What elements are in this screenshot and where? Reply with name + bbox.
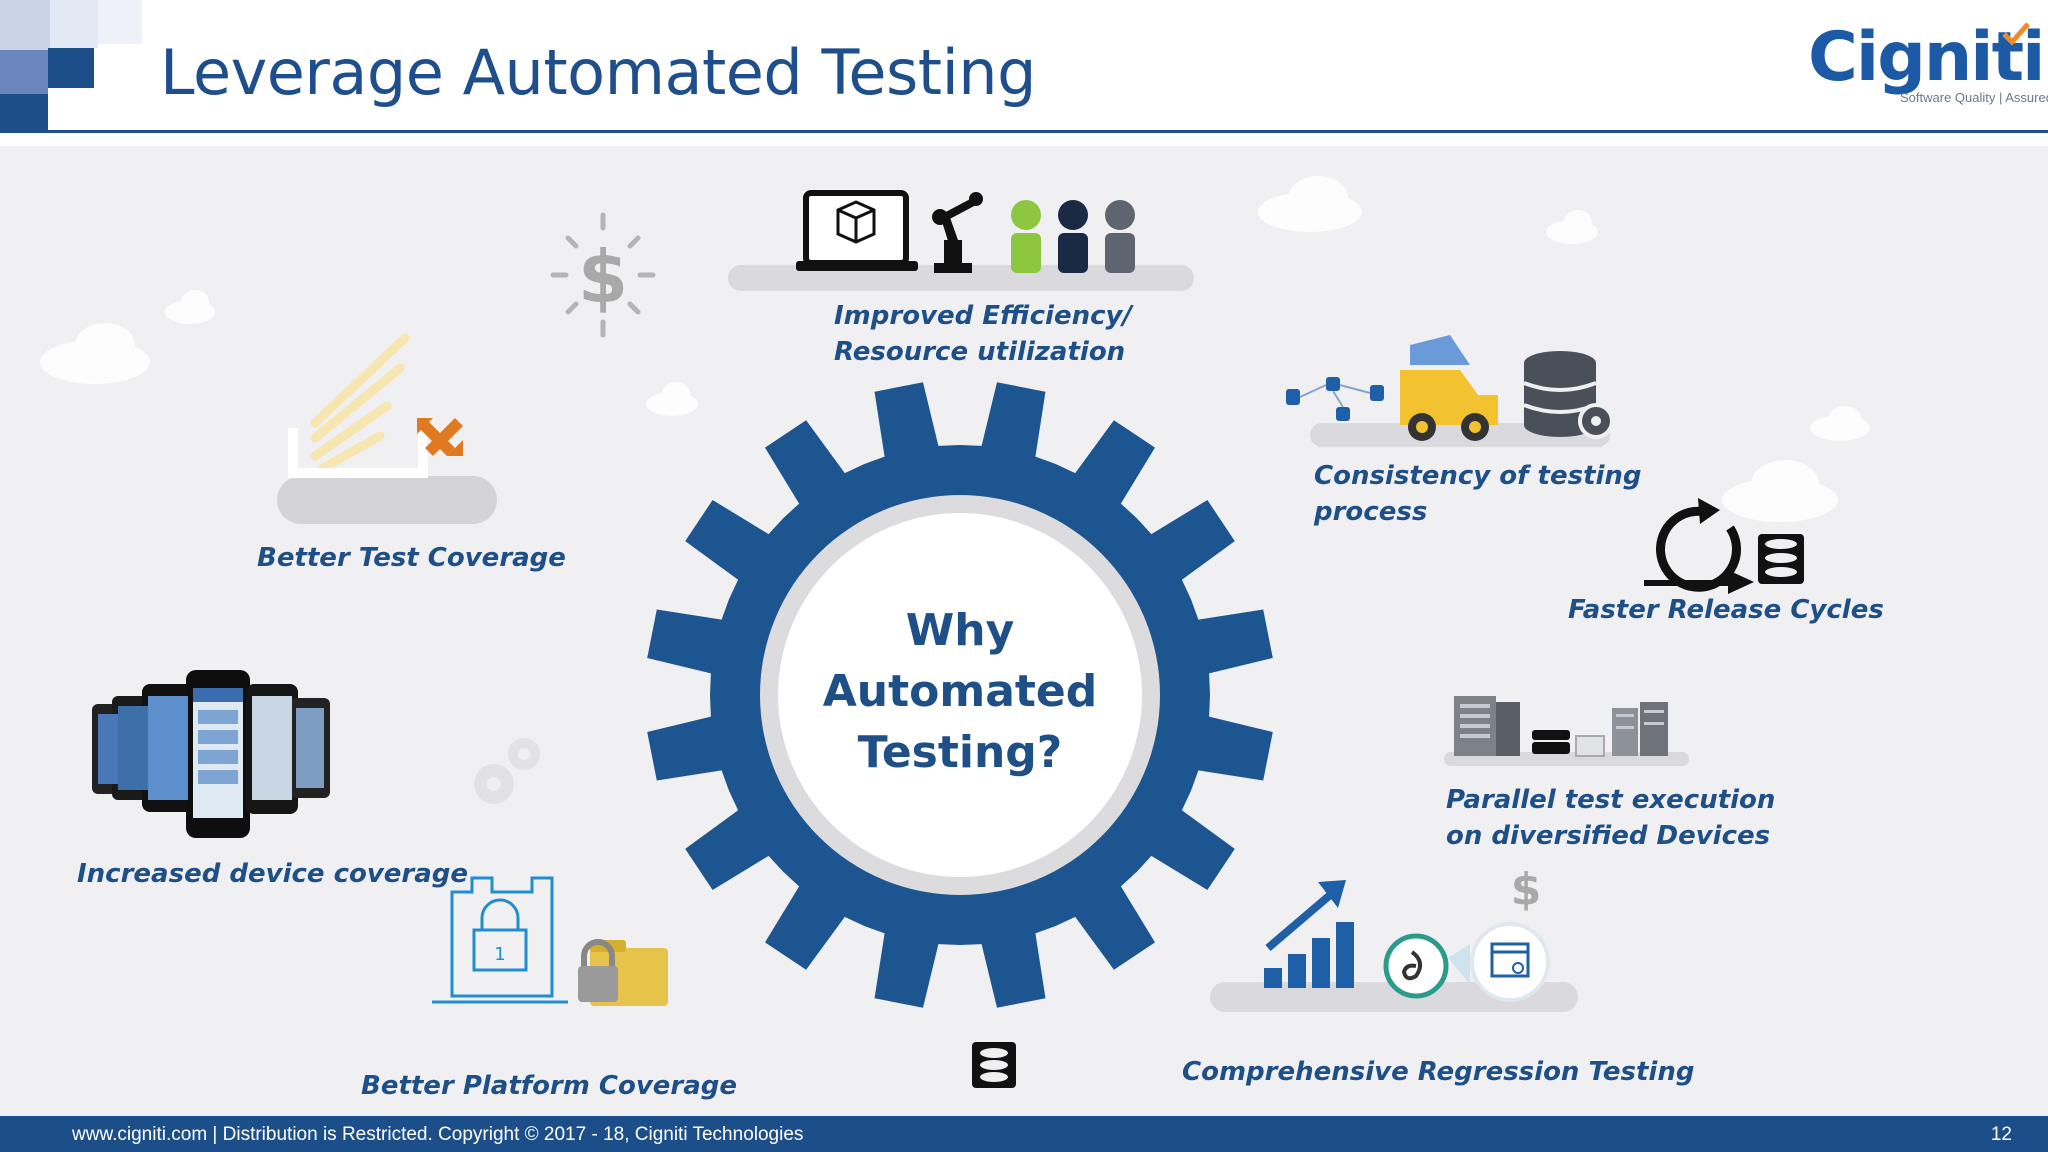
center-line-2: Automated <box>822 666 1098 717</box>
center-line-1: Why <box>905 605 1015 656</box>
svg-text:$: $ <box>1511 864 1542 915</box>
header-divider <box>0 130 2048 133</box>
page-number: 12 <box>1990 1124 2012 1145</box>
svg-text:$: $ <box>578 235 628 319</box>
laptop-robot-people-icon <box>728 190 1194 291</box>
svg-text:1: 1 <box>494 944 505 965</box>
consistency-label: Consistency of testing process <box>1314 461 1642 527</box>
truck-database-icon <box>1286 335 1614 447</box>
center-question: Why Automated Testing? <box>790 600 1130 783</box>
gear-center <box>778 513 1142 877</box>
database-icon <box>972 1042 1016 1088</box>
inbox-arrows-icon <box>277 333 497 524</box>
release-label: Faster Release Cycles <box>1568 595 1884 625</box>
cogs-icon <box>474 738 540 804</box>
phones-icon <box>92 670 330 838</box>
growth-chart-icon: $ <box>1210 864 1578 1012</box>
footer-copyright: www.cigniti.com | Distribution is Restri… <box>72 1124 804 1145</box>
logo-text: Cigniti <box>1808 18 2045 97</box>
regression-label: Comprehensive Regression Testing <box>1182 1057 1695 1087</box>
efficiency-label: Improved Efficiency/ Resource utilizatio… <box>834 301 1132 367</box>
center-line-3: Testing? <box>857 727 1063 778</box>
slide-footer: www.cigniti.com | Distribution is Restri… <box>0 1116 2048 1152</box>
platform-label: Better Platform Coverage <box>361 1071 738 1101</box>
slide-header: Leverage Automated Testing Cigniti Softw… <box>0 0 2048 140</box>
logo-check-icon <box>2002 22 2030 46</box>
cycle-arrow-icon <box>1644 498 1804 594</box>
device-label: Increased device coverage <box>77 859 469 889</box>
logo-tagline: Software Quality | Assured <box>1900 90 2048 105</box>
dollar-icon: $ <box>550 212 656 338</box>
test-coverage-label: Better Test Coverage <box>257 543 566 573</box>
servers-devices-icon <box>1444 696 1689 766</box>
slide-title: Leverage Automated Testing <box>160 36 1036 109</box>
lock-folder-icon: 1 <box>432 876 668 1006</box>
cigniti-logo: Cigniti Software Quality | Assured <box>1800 18 2048 118</box>
parallel-label: Parallel test execution on diversified D… <box>1446 785 1776 851</box>
